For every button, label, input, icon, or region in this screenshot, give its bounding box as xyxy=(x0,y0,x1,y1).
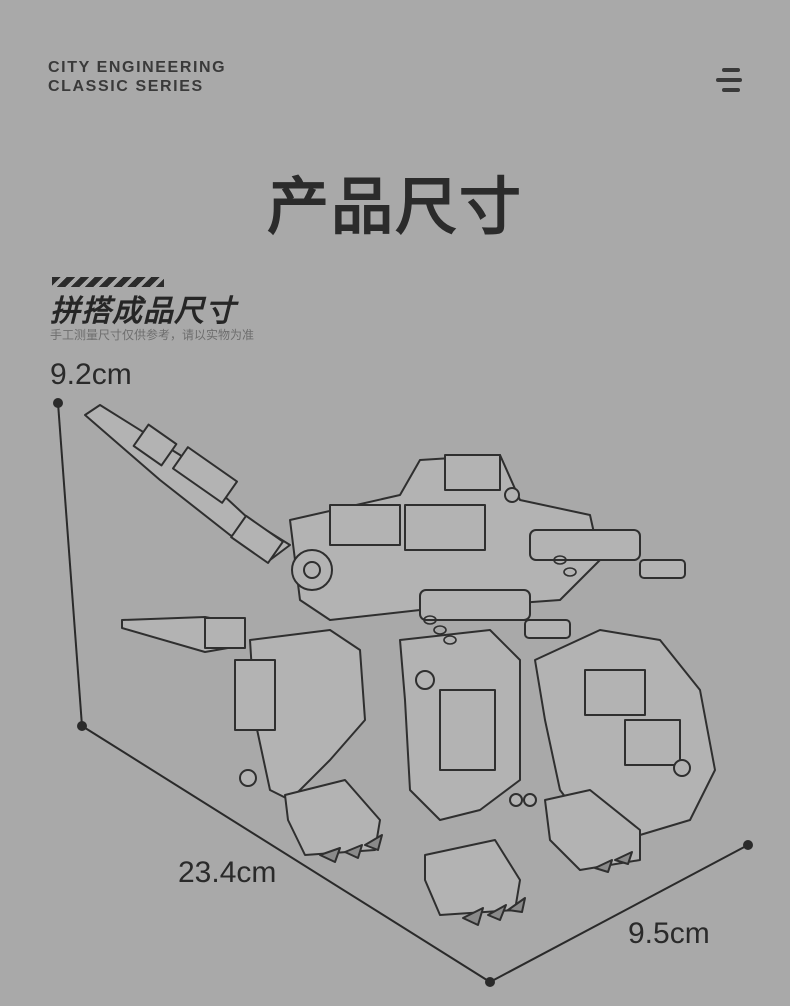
measurement-note: 手工测量尺寸仅供参考，请以实物为准 xyxy=(50,328,255,342)
page-title: 产品尺寸 xyxy=(266,170,523,243)
dimension-point xyxy=(77,721,87,731)
height-dimension-label: 9.2cm xyxy=(50,358,132,391)
length-dimension-label: 23.4cm xyxy=(178,856,277,889)
dimension-point xyxy=(53,398,63,408)
brand-line-1: CITY ENGINEERING xyxy=(48,59,227,76)
menu-icon[interactable] xyxy=(716,68,742,92)
mech-model-illustration xyxy=(84,404,716,926)
length-dimension-line xyxy=(81,725,491,983)
dimension-point xyxy=(485,977,495,987)
hazard-stripe xyxy=(52,277,164,287)
brand-block: CITY ENGINEERING CLASSIC SERIES xyxy=(48,58,226,96)
brand-line-2: CLASSIC SERIES xyxy=(48,78,204,95)
height-dimension-line xyxy=(57,402,83,727)
dimension-point xyxy=(743,840,753,850)
width-dimension-line xyxy=(489,844,749,983)
section-heading: 拼搭成品尺寸 xyxy=(50,294,236,329)
width-dimension-label: 9.5cm xyxy=(628,917,710,950)
